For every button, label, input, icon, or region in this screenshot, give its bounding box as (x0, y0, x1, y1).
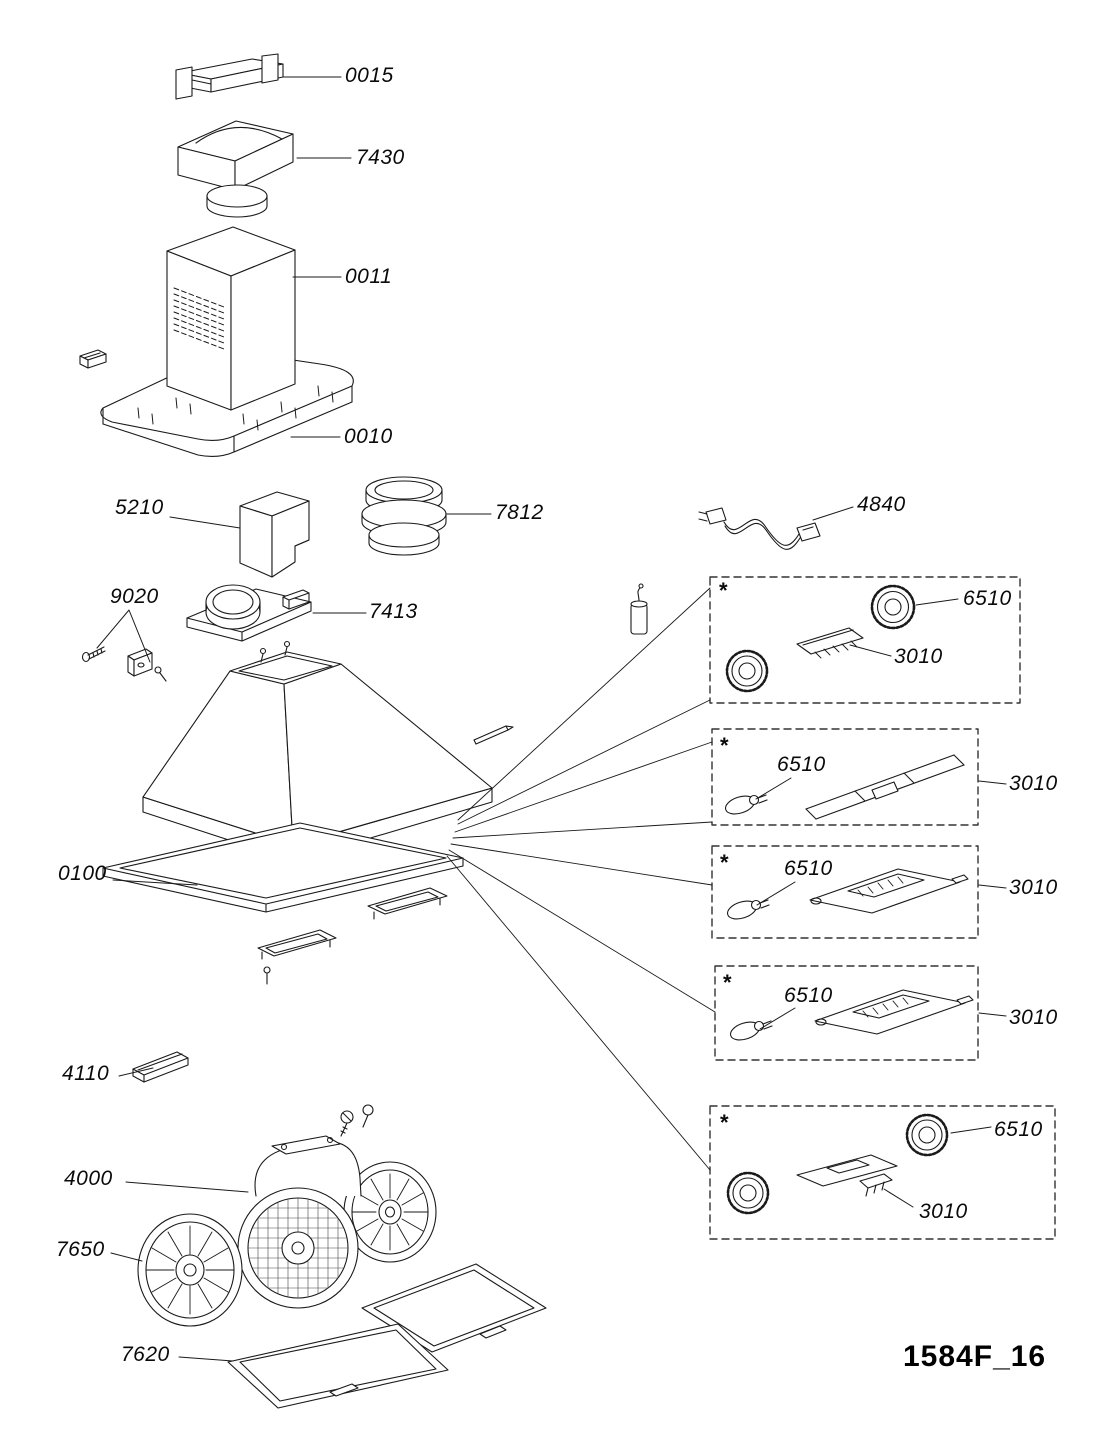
option-3-fixture-label: 3010 (1009, 876, 1058, 899)
part-label-4110: 4110 (62, 1062, 110, 1085)
part-drawing-clip (79, 349, 107, 369)
option-box-1 (709, 576, 1021, 704)
option-4-asterisk: * (723, 970, 732, 995)
option-4-fixture-label: 3010 (1009, 1006, 1058, 1029)
option-box-4 (714, 965, 979, 1061)
part-label-7430: 7430 (356, 146, 405, 169)
part-label-4000: 4000 (64, 1167, 113, 1190)
option-2-lamp-label: 6510 (777, 753, 826, 776)
part-drawing-long-screw (473, 725, 514, 745)
option-5-fixture-label: 3010 (919, 1200, 968, 1223)
part-label-9020: 9020 (110, 585, 159, 608)
part-drawing-5210-box (239, 491, 310, 578)
part-label-0010: 0010 (344, 425, 393, 448)
part-drawing-0011-chimney (166, 226, 296, 411)
part-label-7650: 7650 (56, 1238, 105, 1261)
option-4-lamp-label: 6510 (784, 984, 833, 1007)
option-box-2 (711, 728, 979, 826)
option-5-asterisk: * (720, 1110, 729, 1135)
part-drawing-tiny-screw (263, 966, 271, 985)
option-2-parts (724, 754, 965, 820)
part-drawing-7812-duct-rings (361, 476, 447, 556)
part-drawing-hood-canopy (142, 640, 493, 862)
option-1-parts (725, 584, 916, 693)
option-1-lamp-label: 6510 (963, 587, 1012, 610)
part-drawing-frame-bracket-b (257, 929, 337, 960)
part-drawing-4000-blower (137, 1135, 437, 1327)
option-boxes (709, 576, 1056, 1240)
option-2-fixture-label: 3010 (1009, 772, 1058, 795)
part-drawing-4110-bar (132, 1051, 189, 1083)
part-label-7413: 7413 (369, 600, 418, 623)
option-5-parts (726, 1113, 949, 1215)
part-drawing-7430-transition (177, 120, 294, 218)
part-drawing-capacitor (630, 583, 648, 635)
part-label-0015: 0015 (345, 64, 394, 87)
part-drawing-7650-impeller (137, 1213, 243, 1327)
part-label-0011: 0011 (345, 265, 393, 288)
part-drawing-4840-cable (698, 507, 821, 550)
option-box-3 (711, 845, 979, 939)
part-label-7620: 7620 (121, 1343, 170, 1366)
part-drawing-frame-bracket-a (367, 887, 448, 920)
part-label-0100: 0100 (58, 862, 107, 885)
part-label-4840: 4840 (857, 493, 906, 516)
option-5-lamp-label: 6510 (994, 1118, 1043, 1141)
option-3-lamp-label: 6510 (784, 857, 833, 880)
part-label-5210: 5210 (115, 496, 164, 519)
part-drawing-0015-bracket (175, 53, 284, 100)
option-3-asterisk: * (720, 850, 729, 875)
part-drawing-screw-pair (340, 1104, 374, 1137)
option-4-parts (729, 989, 974, 1041)
part-drawing-7413-plate (186, 584, 312, 642)
option-3-parts (726, 868, 969, 920)
part-drawing-9020-fixings (81, 646, 167, 682)
option-1-asterisk: * (719, 578, 728, 603)
part-drawing-7620-filters (227, 1263, 547, 1409)
option-box-5 (709, 1105, 1056, 1240)
option-2-asterisk: * (720, 733, 729, 758)
option-1-fixture-label: 3010 (894, 645, 943, 668)
figure-code: 1584F_16 (903, 1340, 1047, 1373)
part-label-7812: 7812 (495, 501, 544, 524)
reference-lines (446, 587, 716, 1171)
leader-lines (96, 76, 1007, 1362)
